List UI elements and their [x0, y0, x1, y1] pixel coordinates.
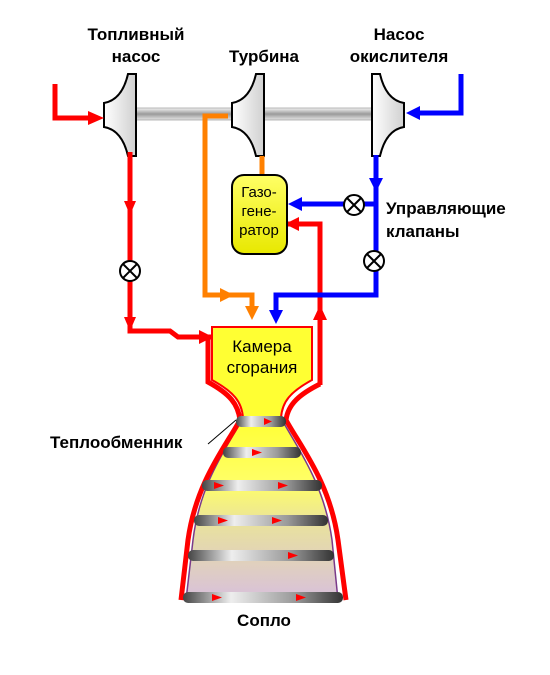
flow-arrowhead-icon [264, 418, 272, 425]
gas-generator-label-line2: гене- [241, 203, 276, 220]
heat-exchanger-bands [183, 416, 343, 603]
oxidizer-pump-label-line2: окислителя [350, 47, 449, 66]
oxidizer-arrowhead-icon [369, 178, 383, 192]
combustion-chamber: Камера сгорания [211, 326, 313, 419]
flow-arrowhead-icon [212, 594, 222, 601]
gas-generator: Газо- гене- ратор [231, 174, 288, 255]
flow-arrowhead-icon [296, 594, 306, 601]
gg-oxidizer-valve-icon [343, 194, 365, 216]
oxidizer-pump-icon [371, 73, 405, 157]
fuel-pump-label-line1: Топливный [88, 25, 185, 44]
heat-exchanger-label: Теплообменник [50, 433, 183, 452]
turbine-exhaust-line [202, 113, 265, 308]
fuel-return-arrowhead-icon [313, 305, 327, 320]
oxidizer-arrowhead-icon [288, 197, 302, 211]
control-valves-label-line2: клапаны [386, 222, 459, 241]
regenerative-cooling-walls [178, 337, 349, 601]
oxidizer-valve-icon [363, 250, 385, 272]
flow-arrowhead-icon [288, 552, 298, 559]
flow-arrowhead-icon [218, 517, 228, 524]
turbine-label: Турбина [229, 47, 300, 66]
fuel-pump-label-line2: насос [112, 47, 161, 66]
fuel-return-arrowhead-icon [285, 217, 299, 231]
oxidizer-pump-label-line1: Насос [374, 25, 425, 44]
nozzle-label: Сопло [237, 611, 291, 630]
flow-arrowhead-icon [252, 449, 262, 456]
oxidizer-arrowhead-icon [269, 310, 283, 324]
flow-arrowhead-icon [272, 517, 282, 524]
gas-generator-label-line3: ратор [239, 222, 279, 239]
heat-exchanger-leader-line [207, 419, 237, 445]
turbine-exhaust-arrowhead-icon [220, 288, 234, 302]
turbine-icon [231, 73, 265, 157]
nozzle [185, 417, 339, 601]
fuel-arrowhead-icon [124, 317, 136, 331]
control-valves-label-line1: Управляющие [386, 199, 506, 218]
combustion-chamber-label-line1: Камера [232, 337, 292, 356]
fuel-pump-icon [103, 73, 137, 157]
flow-arrowhead-icon [214, 482, 224, 489]
oxidizer-inlet-arrowhead-icon [406, 106, 420, 120]
turbine-exhaust-arrowhead-icon [245, 306, 259, 320]
gas-generator-label-line1: Газо- [241, 184, 277, 201]
combustion-chamber-label-line2: сгорания [227, 358, 298, 377]
flow-arrowhead-icon [278, 482, 288, 489]
heat-exchanger-flow-arrows [212, 418, 306, 601]
fuel-arrowhead-icon [124, 201, 136, 215]
fuel-inlet-arrowhead-icon [88, 111, 104, 125]
fuel-valve-icon [119, 260, 141, 282]
